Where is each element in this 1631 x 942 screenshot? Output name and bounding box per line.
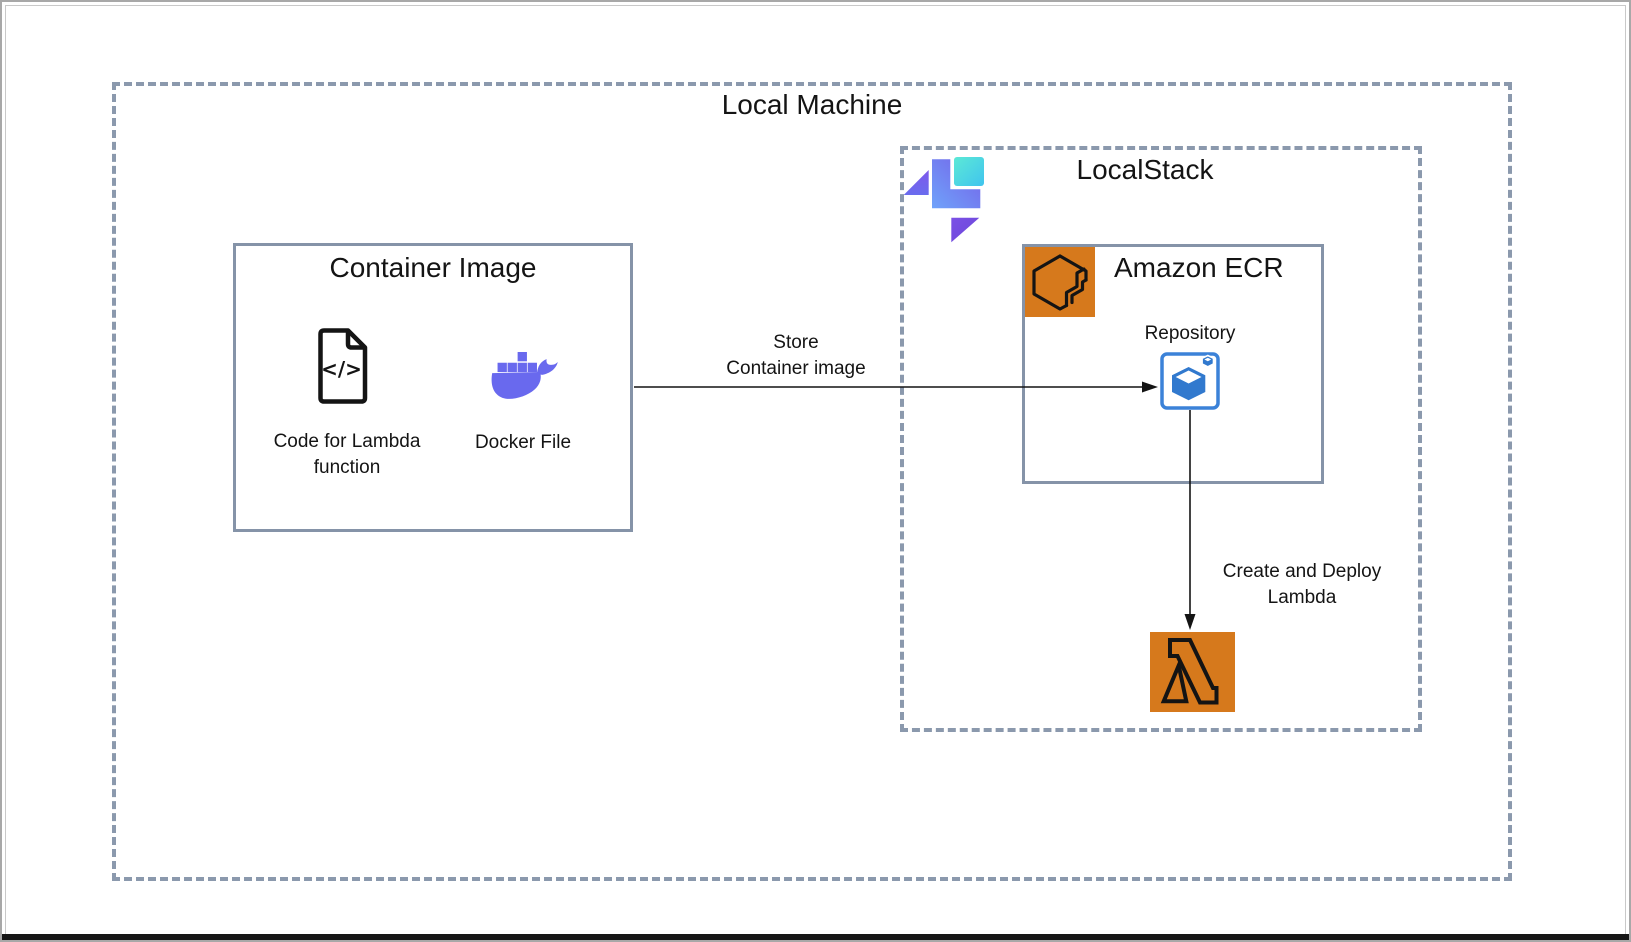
- lambda-svg: [1160, 638, 1219, 705]
- ecr-service-icon: [1025, 247, 1095, 317]
- container-image-box: [233, 243, 633, 532]
- deploy-label-line1: Create and Deploy: [1222, 561, 1382, 582]
- code-file-svg: </>: [318, 328, 368, 404]
- code-label: Code for Lambda function: [247, 429, 447, 481]
- code-file-icon: </>: [314, 327, 369, 405]
- localstack-logo-icon: [902, 156, 986, 244]
- docker-file-label: Docker File: [474, 432, 572, 453]
- local-machine-title: Local Machine: [721, 89, 903, 120]
- store-label-line2: Container image: [726, 358, 866, 379]
- docker-whale-icon: [480, 342, 566, 410]
- ecr-repository-svg: [1160, 352, 1220, 410]
- svg-text:</>: </>: [321, 357, 362, 381]
- localstack-title: LocalStack: [1076, 154, 1214, 185]
- container-image-title: Container Image: [329, 252, 537, 283]
- deploy-label-line2: Lambda: [1267, 587, 1337, 608]
- amazon-ecr-title: Amazon ECR: [1114, 252, 1284, 283]
- repository-label: Repository: [1144, 323, 1236, 344]
- store-arrow-label: Store Container image: [696, 330, 896, 382]
- local-machine-box: [112, 82, 1512, 881]
- deploy-arrow-label: Create and Deploy Lambda: [1202, 559, 1402, 611]
- localstack-logo-svg: [903, 157, 984, 243]
- lambda-icon: [1150, 632, 1235, 712]
- docker-whale-svg: [491, 351, 558, 399]
- localstack-box: [900, 146, 1422, 732]
- window-bottom-bar: [2, 934, 1629, 940]
- store-label-line1: Store: [773, 332, 819, 353]
- code-label-line1: Code for Lambda: [273, 431, 421, 452]
- code-label-line2: function: [313, 457, 381, 478]
- ecr-service-svg: [1032, 254, 1088, 311]
- ecr-repository-icon: [1160, 352, 1220, 410]
